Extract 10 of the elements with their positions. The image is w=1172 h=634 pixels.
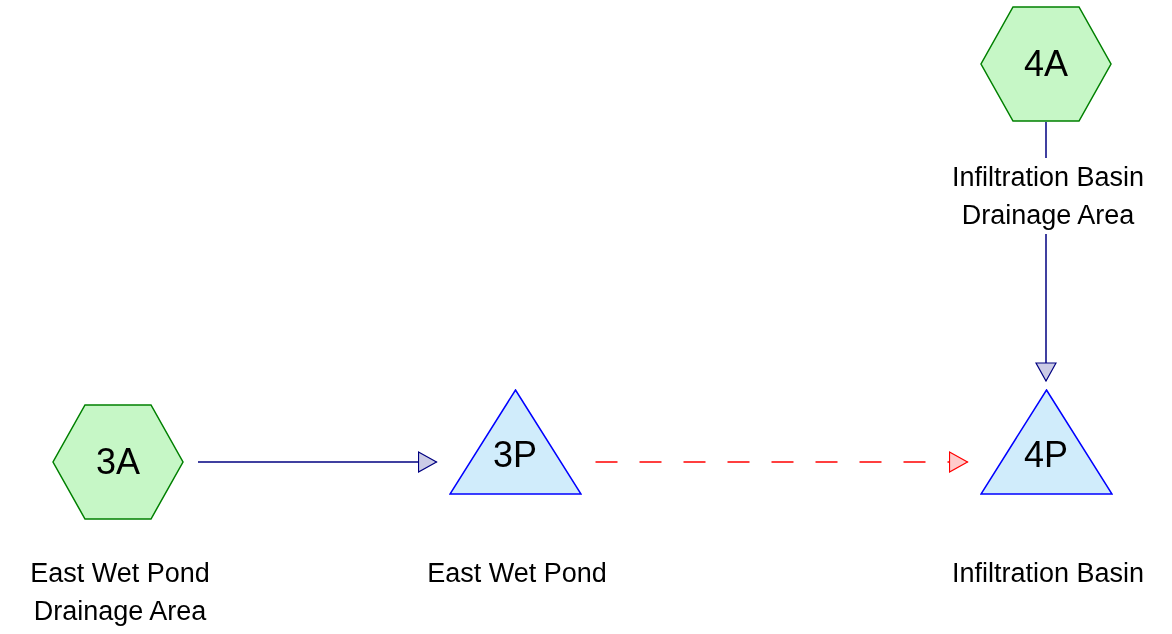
- pond-triangle: [979, 389, 1113, 495]
- subcatchment-hexagon: [52, 404, 184, 520]
- node-id: 4P: [1023, 433, 1068, 475]
- node-id: 3A: [95, 441, 140, 482]
- subcatchment-hexagon: [980, 6, 1112, 122]
- node-id: 4A: [1023, 43, 1068, 84]
- node-id: 3P: [492, 433, 537, 475]
- flow-arrow: [594, 451, 969, 473]
- pond-triangle: [448, 389, 582, 495]
- flow-arrow: [197, 451, 438, 473]
